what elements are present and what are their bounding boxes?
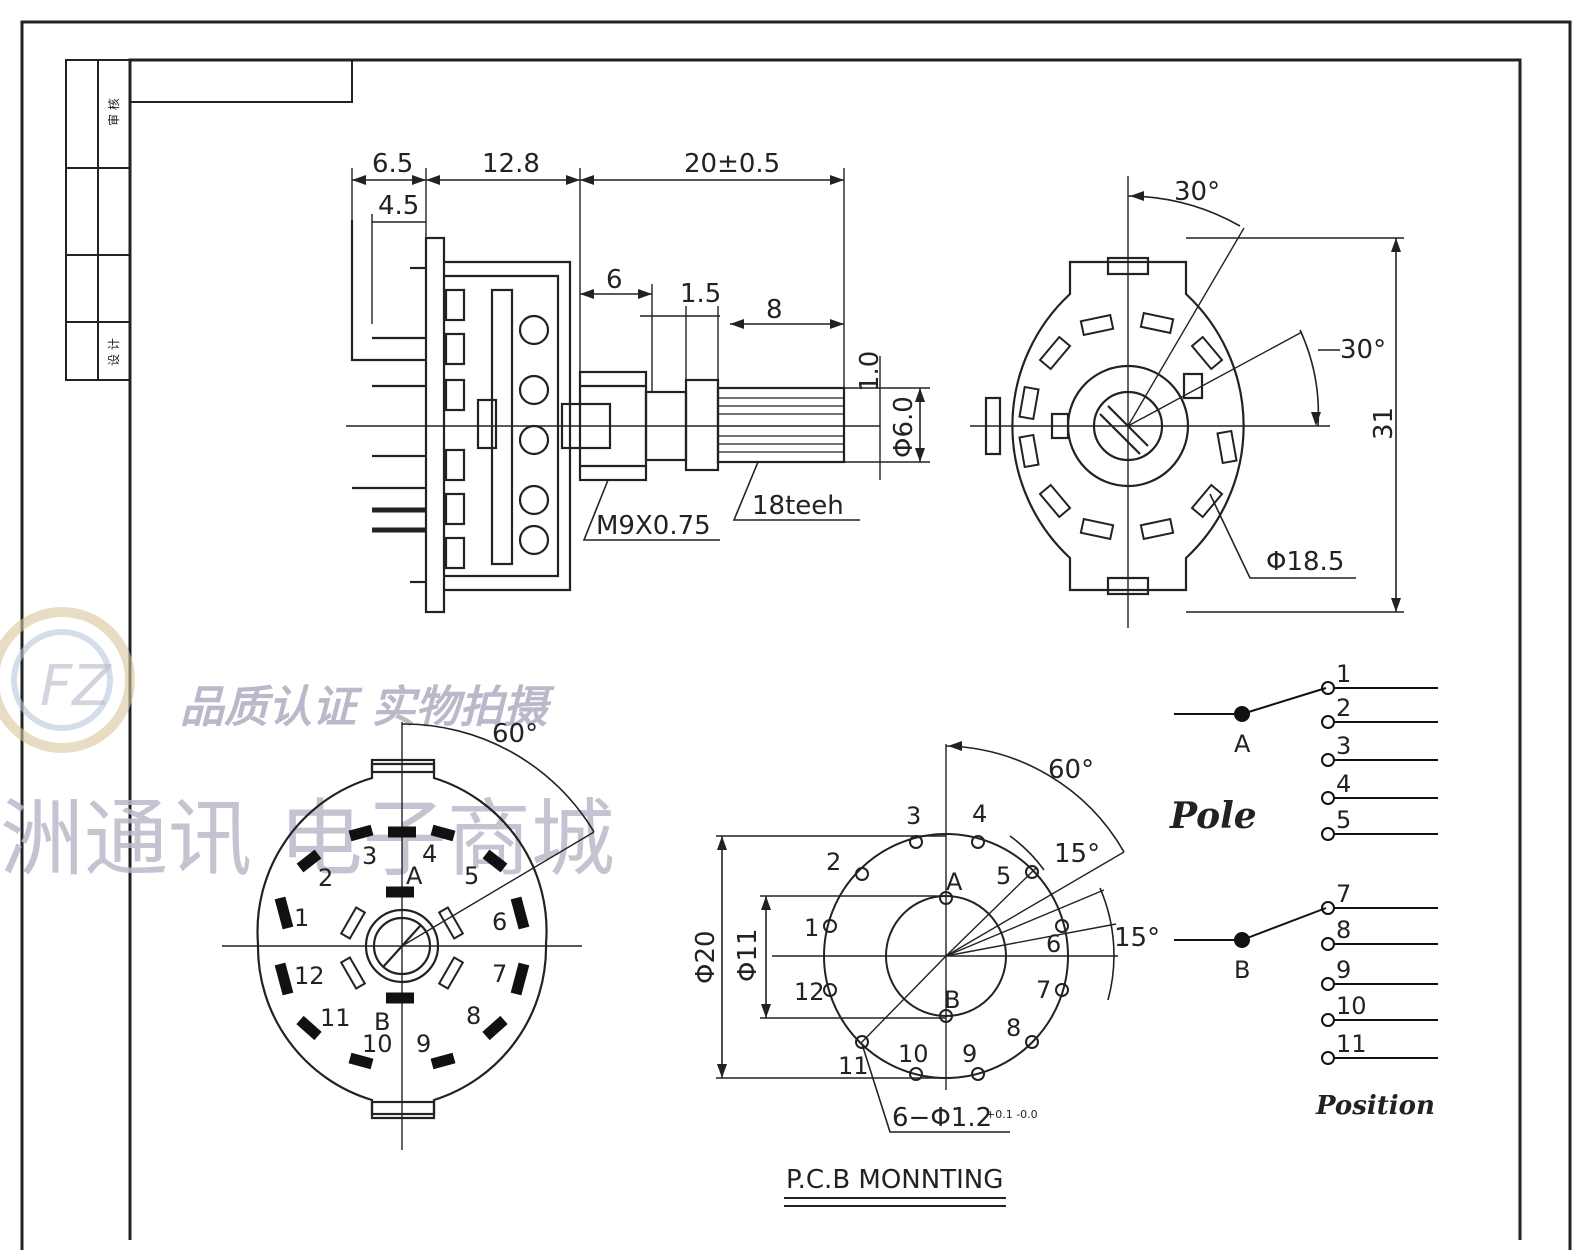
schematic-pos-a-1: 1 <box>1336 660 1351 688</box>
schematic-pos-b-9: 9 <box>1336 956 1351 984</box>
pcb-angle-top: 60° <box>1048 755 1094 785</box>
pcb-pos-1: 1 <box>804 914 819 942</box>
dim-8: 8 <box>766 295 783 325</box>
schematic-pos-b-10: 10 <box>1336 992 1367 1020</box>
dim-20: 20±0.5 <box>684 149 780 179</box>
contact-pos-12: 12 <box>294 962 325 990</box>
front-angle-top: 30° <box>1174 177 1220 207</box>
pcb-angle-mid: 15° <box>1054 839 1100 869</box>
pcb-pos-11: 11 <box>838 1052 869 1080</box>
schematic-pos-b-11: 11 <box>1336 1030 1367 1058</box>
pcb-view-arrows <box>717 741 962 1078</box>
front-angle-right: 30° <box>1340 335 1386 365</box>
front-diameter: Φ18.5 <box>1266 547 1344 577</box>
contact-view-thick-slots <box>274 824 530 1070</box>
contact-pos-4: 4 <box>422 840 437 868</box>
title-block-bottom-text: 设 计 <box>107 338 121 366</box>
teeth-note: 18teeh <box>752 491 844 521</box>
title-block-top-text: 审 核 <box>106 98 121 126</box>
schematic-pos-a-2: 2 <box>1336 694 1351 722</box>
pcb-pos-12: 12 <box>794 978 825 1006</box>
schematic-pos-a-4: 4 <box>1336 770 1351 798</box>
contact-view <box>222 722 595 1150</box>
watermark-logo: FZ <box>40 654 112 719</box>
contact-angle: 60° <box>492 719 538 749</box>
pcb-pole-a: A <box>946 868 963 896</box>
contact-pole-a: A <box>406 862 423 890</box>
pcb-view <box>716 744 1125 1133</box>
pole-b-dot <box>1234 932 1250 948</box>
pcb-pos-8: 8 <box>1006 1014 1021 1042</box>
front-view-labels: 30° 30° 31 Φ18.5 <box>1174 177 1399 577</box>
pcb-outer-dia: Φ20 <box>691 930 721 984</box>
front-view <box>970 176 1404 628</box>
dim-phi-6: Φ6.0 <box>889 396 919 458</box>
side-view-arrows <box>352 175 925 462</box>
pole-note: Pole <box>1169 795 1257 837</box>
dim-1-0: 1.0 <box>855 351 885 392</box>
schematic-pole-a: A <box>1234 730 1251 758</box>
schematic-pos-a-5: 5 <box>1336 806 1351 834</box>
pcb-pos-2: 2 <box>826 848 841 876</box>
dim-1-5: 1.5 <box>680 279 721 309</box>
dim-4-5: 4.5 <box>378 191 419 221</box>
pcb-pos-4: 4 <box>972 800 987 828</box>
side-view-labels: 6.5 12.8 20±0.5 4.5 6 1.5 8 1.0 Φ6.0 M9X… <box>372 149 919 541</box>
thread-note: M9X0.75 <box>596 511 711 541</box>
pcb-view-labels: 60° 15° 15° Φ20 Φ11 1 2 3 4 5 6 7 8 9 10… <box>691 755 1160 1207</box>
pcb-pos-10: 10 <box>898 1040 929 1068</box>
contact-pos-9: 9 <box>416 1030 431 1058</box>
pcb-hole-tol: +0.1 -0.0 <box>986 1108 1038 1121</box>
watermark-line-2: 洲通讯 电子商城 <box>0 790 615 888</box>
side-view <box>346 168 930 614</box>
contact-pos-7: 7 <box>492 960 507 988</box>
contact-pos-10: 10 <box>362 1030 393 1058</box>
schematic-pos-b-7: 7 <box>1336 880 1351 908</box>
outer-border <box>20 20 1572 1250</box>
front-height: 31 <box>1369 407 1399 440</box>
contact-pos-5: 5 <box>464 862 479 890</box>
front-view-arrows <box>1130 191 1401 612</box>
schematic-labels: A B 1 2 3 4 5 7 8 9 10 11 Pole Position <box>1169 660 1435 1121</box>
watermark-line-1: 品质认证 实物拍摄 <box>180 682 555 733</box>
schematic <box>1174 681 1438 1065</box>
contact-pos-1: 1 <box>294 904 309 932</box>
contact-pos-8: 8 <box>466 1002 481 1030</box>
schematic-poles <box>1234 706 1250 948</box>
pcb-pos-5: 5 <box>996 862 1011 890</box>
title-block: 审 核 设 计 <box>65 59 353 381</box>
contact-view-labels: 60° 1 2 3 4 5 6 7 8 9 10 11 12 A B <box>294 719 538 1058</box>
contact-pos-3: 3 <box>362 842 377 870</box>
contact-pos-2: 2 <box>318 864 333 892</box>
dim-6-5: 6.5 <box>372 149 413 179</box>
schematic-pos-b-8: 8 <box>1336 916 1351 944</box>
watermark: FZ 品质认证 实物拍摄 洲通讯 电子商城 <box>0 607 615 888</box>
pcb-pos-6: 6 <box>1046 930 1061 958</box>
pcb-pole-b: B <box>944 986 960 1014</box>
contact-pole-b: B <box>374 1008 390 1036</box>
inner-frame <box>128 58 1522 1240</box>
contact-pos-11: 11 <box>320 1004 351 1032</box>
pcb-inner-dia: Φ11 <box>733 928 763 982</box>
pcb-angle-low: 15° <box>1114 923 1160 953</box>
pcb-pos-3: 3 <box>906 802 921 830</box>
pcb-hole-note: 6−Φ1.2 <box>892 1103 992 1133</box>
pole-a-dot <box>1234 706 1250 722</box>
pcb-pos-7: 7 <box>1036 976 1051 1004</box>
schematic-pole-b: B <box>1234 956 1250 984</box>
position-note: Position <box>1315 1091 1435 1121</box>
dim-6: 6 <box>606 265 623 295</box>
contact-pos-6: 6 <box>492 908 507 936</box>
schematic-pos-a-3: 3 <box>1336 732 1351 760</box>
watermark-logo-ring <box>0 607 135 753</box>
dim-12-8: 12.8 <box>482 149 540 179</box>
pcb-caption: P.C.B MONNTING <box>786 1165 1003 1195</box>
pcb-pos-9: 9 <box>962 1040 977 1068</box>
